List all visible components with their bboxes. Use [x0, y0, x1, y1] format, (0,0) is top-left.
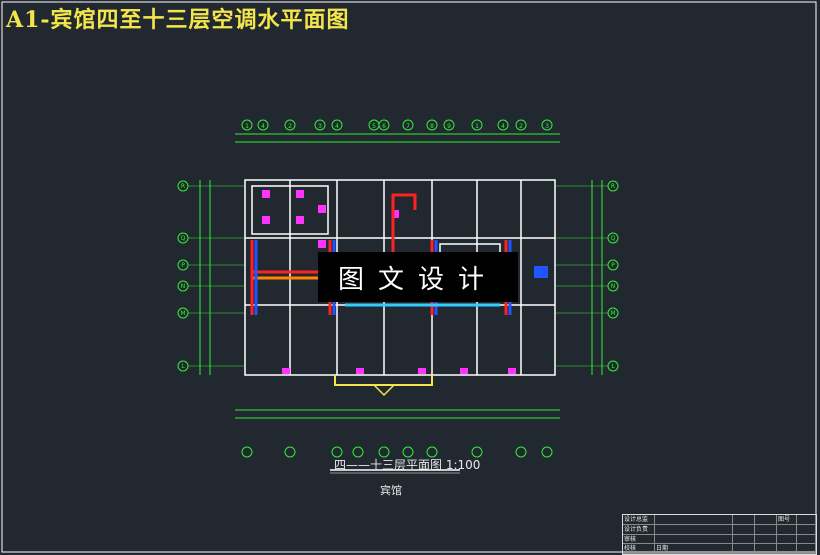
tb-cell: 设计总监 — [623, 515, 655, 525]
tb-cell — [655, 524, 733, 535]
axis-label: P — [611, 262, 615, 269]
tb-cell — [755, 515, 777, 525]
axis-lines — [188, 185, 608, 367]
axis-label: L — [181, 363, 185, 370]
tb-cell: 审核 — [623, 534, 655, 545]
top-dimension-lines — [199, 133, 603, 419]
tb-cell — [797, 534, 816, 545]
tb-cell — [797, 515, 816, 525]
axis-label: R — [611, 183, 615, 190]
tb-cell — [755, 534, 777, 545]
plan-title: 四——十三层平面图 1:100 — [334, 458, 481, 472]
axis-label: 7 — [406, 123, 410, 130]
axis-label: 4 — [335, 123, 339, 130]
axis-label: 5 — [372, 123, 376, 130]
axis-label: Q — [611, 235, 616, 242]
axis-label: Q — [181, 235, 186, 242]
axis-label: 6 — [382, 123, 386, 130]
tb-cell: 日期 — [655, 544, 733, 554]
bay-window — [334, 375, 433, 386]
tb-cell — [797, 544, 816, 554]
axis-label: 1 — [245, 123, 249, 130]
tb-cell — [733, 544, 755, 554]
axis-label: R — [181, 183, 185, 190]
bay-window-tip — [373, 384, 395, 397]
tb-cell — [733, 515, 755, 525]
axis-label: 1 — [475, 123, 479, 130]
axis-label: 3 — [545, 123, 549, 130]
drawing-title: A1-宾馆四至十三层空调水平面图 — [6, 7, 350, 33]
axis-label: L — [611, 363, 615, 370]
axis-label: P — [181, 262, 185, 269]
axis-label: N — [611, 283, 616, 290]
axis-bubbles-bottom — [241, 446, 553, 458]
tb-cell — [777, 544, 797, 554]
tb-cell — [755, 544, 777, 554]
tb-cell — [655, 534, 733, 545]
axis-label: M — [180, 310, 185, 317]
tb-cell — [755, 524, 777, 535]
axis-label: 2 — [519, 123, 523, 130]
tb-cell: 设计负责 — [623, 524, 655, 535]
valve-box — [534, 266, 548, 278]
axis-label: M — [610, 310, 615, 317]
tb-cell: 图号 — [777, 515, 797, 525]
axis-label: 9 — [447, 123, 451, 130]
title-block: 设计总监 图号 设计负责 审核 校核 日期 — [622, 514, 817, 555]
fan-coil-units — [262, 190, 516, 374]
plan-subtitle: 宾馆 — [380, 484, 402, 497]
tb-cell — [655, 515, 733, 525]
tb-cell — [733, 534, 755, 545]
axis-label: 2 — [288, 123, 292, 130]
tb-cell — [777, 534, 797, 545]
watermark-banner: 图文设计 — [318, 252, 518, 302]
axis-label: N — [181, 283, 186, 290]
axis-label: 3 — [318, 123, 322, 130]
axis-label: 8 — [430, 123, 434, 130]
tb-cell: 校核 — [623, 544, 655, 554]
axis-label: 4 — [501, 123, 505, 130]
tb-cell — [777, 524, 797, 535]
axis-label: 4 — [261, 123, 265, 130]
tb-cell — [733, 524, 755, 535]
tb-cell — [797, 524, 816, 535]
axis-bubbles-top — [241, 119, 553, 131]
